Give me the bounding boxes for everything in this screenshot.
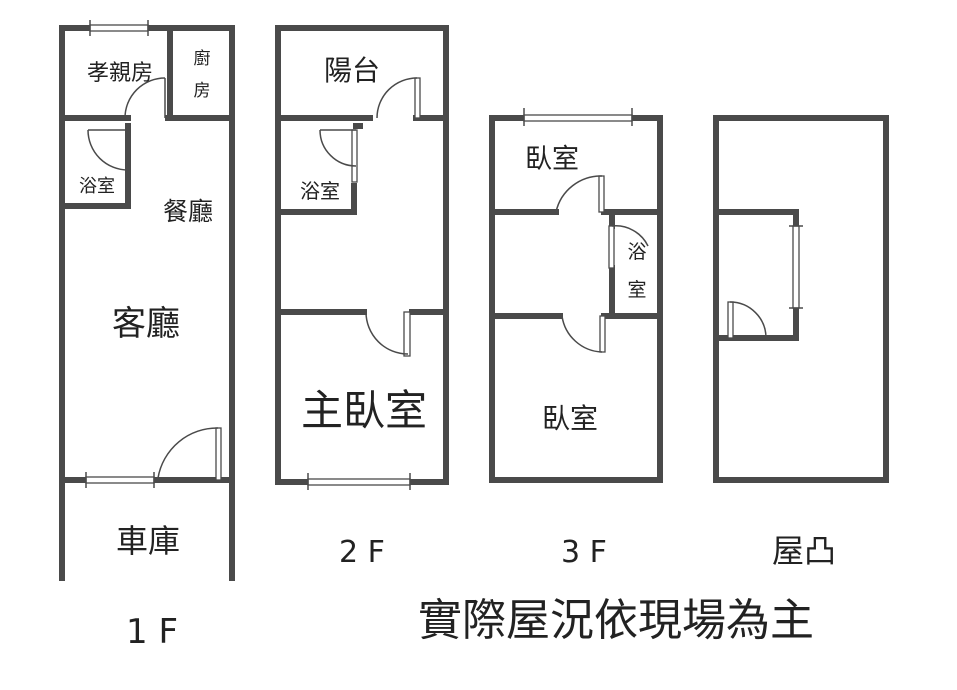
roof-outer-walls [713,115,889,483]
3f-bedroom-back-door [561,315,606,353]
3f-bathroom-label-line1: 浴 [627,241,646,263]
floor-1-plan [59,20,235,581]
1f-kitchen-label-line1: 廚 [194,48,211,69]
2f-front-window [307,473,411,490]
floor-3-plan [489,108,663,483]
3f-bedroom-front-door [555,175,605,213]
3f-bedroom-back-label: 臥室 [542,402,598,435]
disclaimer-note: 實際屋況依現場為主 [418,595,814,646]
3f-bedroom-front-label: 臥室 [525,144,579,175]
2f-balcony-door [376,77,421,119]
1f-garage-label: 車庫 [116,522,180,560]
2f-balcony-label: 陽台 [324,54,380,87]
1f-living-label: 客廳 [112,304,180,344]
floor-1-label: 1 F [126,612,178,652]
1f-bathroom-label: 浴室 [79,176,115,197]
floor-2-plan [275,25,449,490]
1f-top-window [89,20,149,36]
1f-kitchen-label-line2: 房 [194,81,211,101]
roof-stair-window [789,225,803,309]
roof-label: 屋凸 [772,532,836,570]
2f-master-bedroom-label: 主臥室 [301,386,427,435]
floor-2-label: 2 F [339,535,385,570]
2f-bathroom-door [319,129,358,183]
roof-plan [713,115,889,483]
1f-filial-room-label: 孝親房 [87,61,153,86]
2f-master-bedroom-door [365,311,411,357]
1f-dining-label: 餐廳 [163,197,213,226]
1f-entry-door [157,427,222,481]
3f-bathroom-door [608,225,649,269]
roof-stair-door [727,301,767,339]
1f-bathroom-door [87,129,129,171]
floor-3-label: 3 F [561,535,607,570]
3f-rear-window [523,108,633,126]
1f-filial-room-door [124,77,166,119]
1f-garage-window [85,472,155,488]
2f-bathroom-label: 浴室 [300,179,340,203]
3f-bathroom-label-line2: 室 [627,279,646,301]
